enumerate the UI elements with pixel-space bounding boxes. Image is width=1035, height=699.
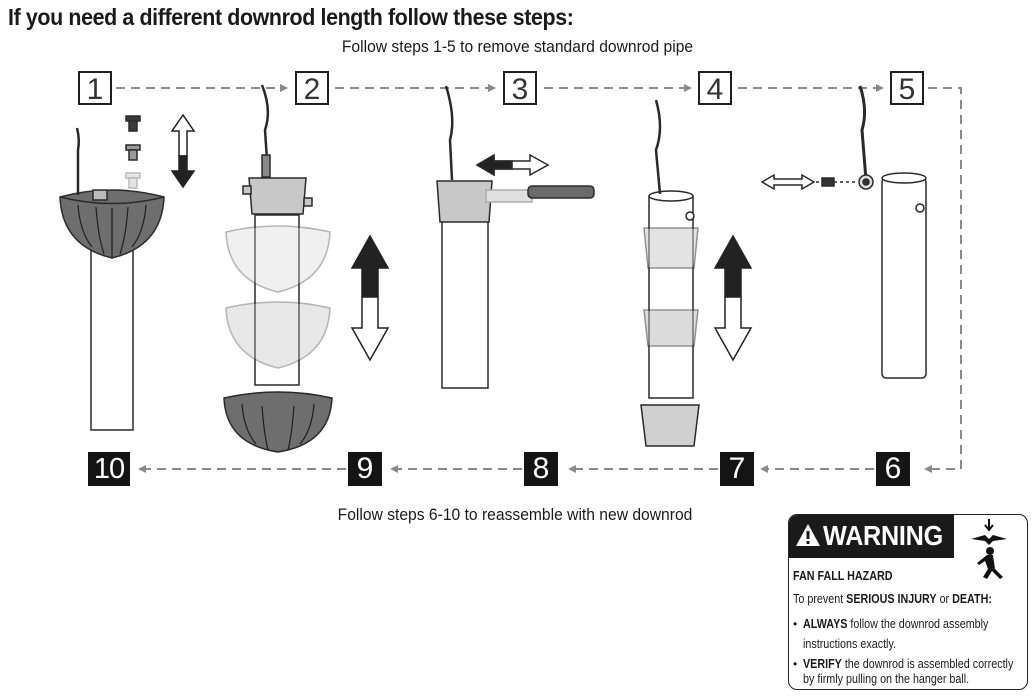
step-number-6: 6 — [876, 452, 910, 486]
collar — [436, 180, 493, 223]
bullet-verify-line1: VERIFY the downrod is assembled correctl… — [803, 657, 1014, 671]
step-number-4: 4 — [698, 71, 732, 106]
connector-5-6 — [924, 87, 962, 473]
step5-illustration — [760, 85, 927, 379]
bottom-caption: Follow steps 6-10 to reassemble with new… — [337, 505, 693, 524]
step-number-1: 1 — [78, 71, 112, 106]
step-number-3: 3 — [503, 71, 537, 106]
pin — [527, 185, 595, 199]
top-flow-connectors — [116, 84, 962, 473]
up-down-arrow — [170, 113, 196, 189]
bullet-dot: • — [793, 617, 798, 631]
step-number-10: 10 — [88, 452, 130, 486]
collar — [248, 177, 307, 215]
top-caption: Follow steps 1-5 to remove standard down… — [341, 37, 694, 56]
bullet-always-line2: instructions exactly. — [803, 637, 897, 651]
step2-illustration — [223, 84, 390, 453]
large-up-down-arrow — [713, 234, 753, 362]
step-number-2: 2 — [295, 71, 329, 106]
step-number-7: 7 — [720, 452, 754, 486]
step3-illustration — [436, 85, 595, 389]
step-number-8: 8 — [524, 452, 558, 486]
step1-illustration — [59, 113, 196, 431]
downrod-pipe — [90, 234, 134, 431]
step-number-5: 5 — [890, 71, 924, 106]
bullet-always-line1: ALWAYS follow the downrod assembly — [803, 617, 989, 631]
bullet-verify-line2: by firmly pulling on the hanger ball. — [803, 672, 970, 686]
bullet-dot: • — [793, 657, 798, 671]
left-right-arrow — [760, 173, 816, 191]
bowl-lowered — [223, 391, 333, 453]
falling-fan-hazard-icon — [971, 519, 1007, 579]
pin-set — [125, 115, 141, 189]
hazard-title: FAN FALL HAZARD — [793, 569, 893, 583]
step-number-9: 9 — [348, 452, 382, 486]
collar-removed — [640, 404, 700, 447]
page-heading: If you need a different downrod length f… — [8, 4, 574, 30]
step4-illustration — [640, 99, 753, 447]
warning-triangle-icon — [796, 524, 820, 546]
wire-lead — [75, 127, 81, 195]
warning-header: WARNING — [789, 515, 954, 558]
screw — [821, 177, 835, 187]
large-up-down-arrow — [350, 234, 390, 362]
warning-title: WARNING — [823, 520, 943, 551]
hazard-intro: To prevent SERIOUS INJURY or DEATH: — [793, 592, 992, 606]
warning-panel: WARNING FAN FALL HAZARD To prevent SERIO… — [788, 514, 1028, 690]
